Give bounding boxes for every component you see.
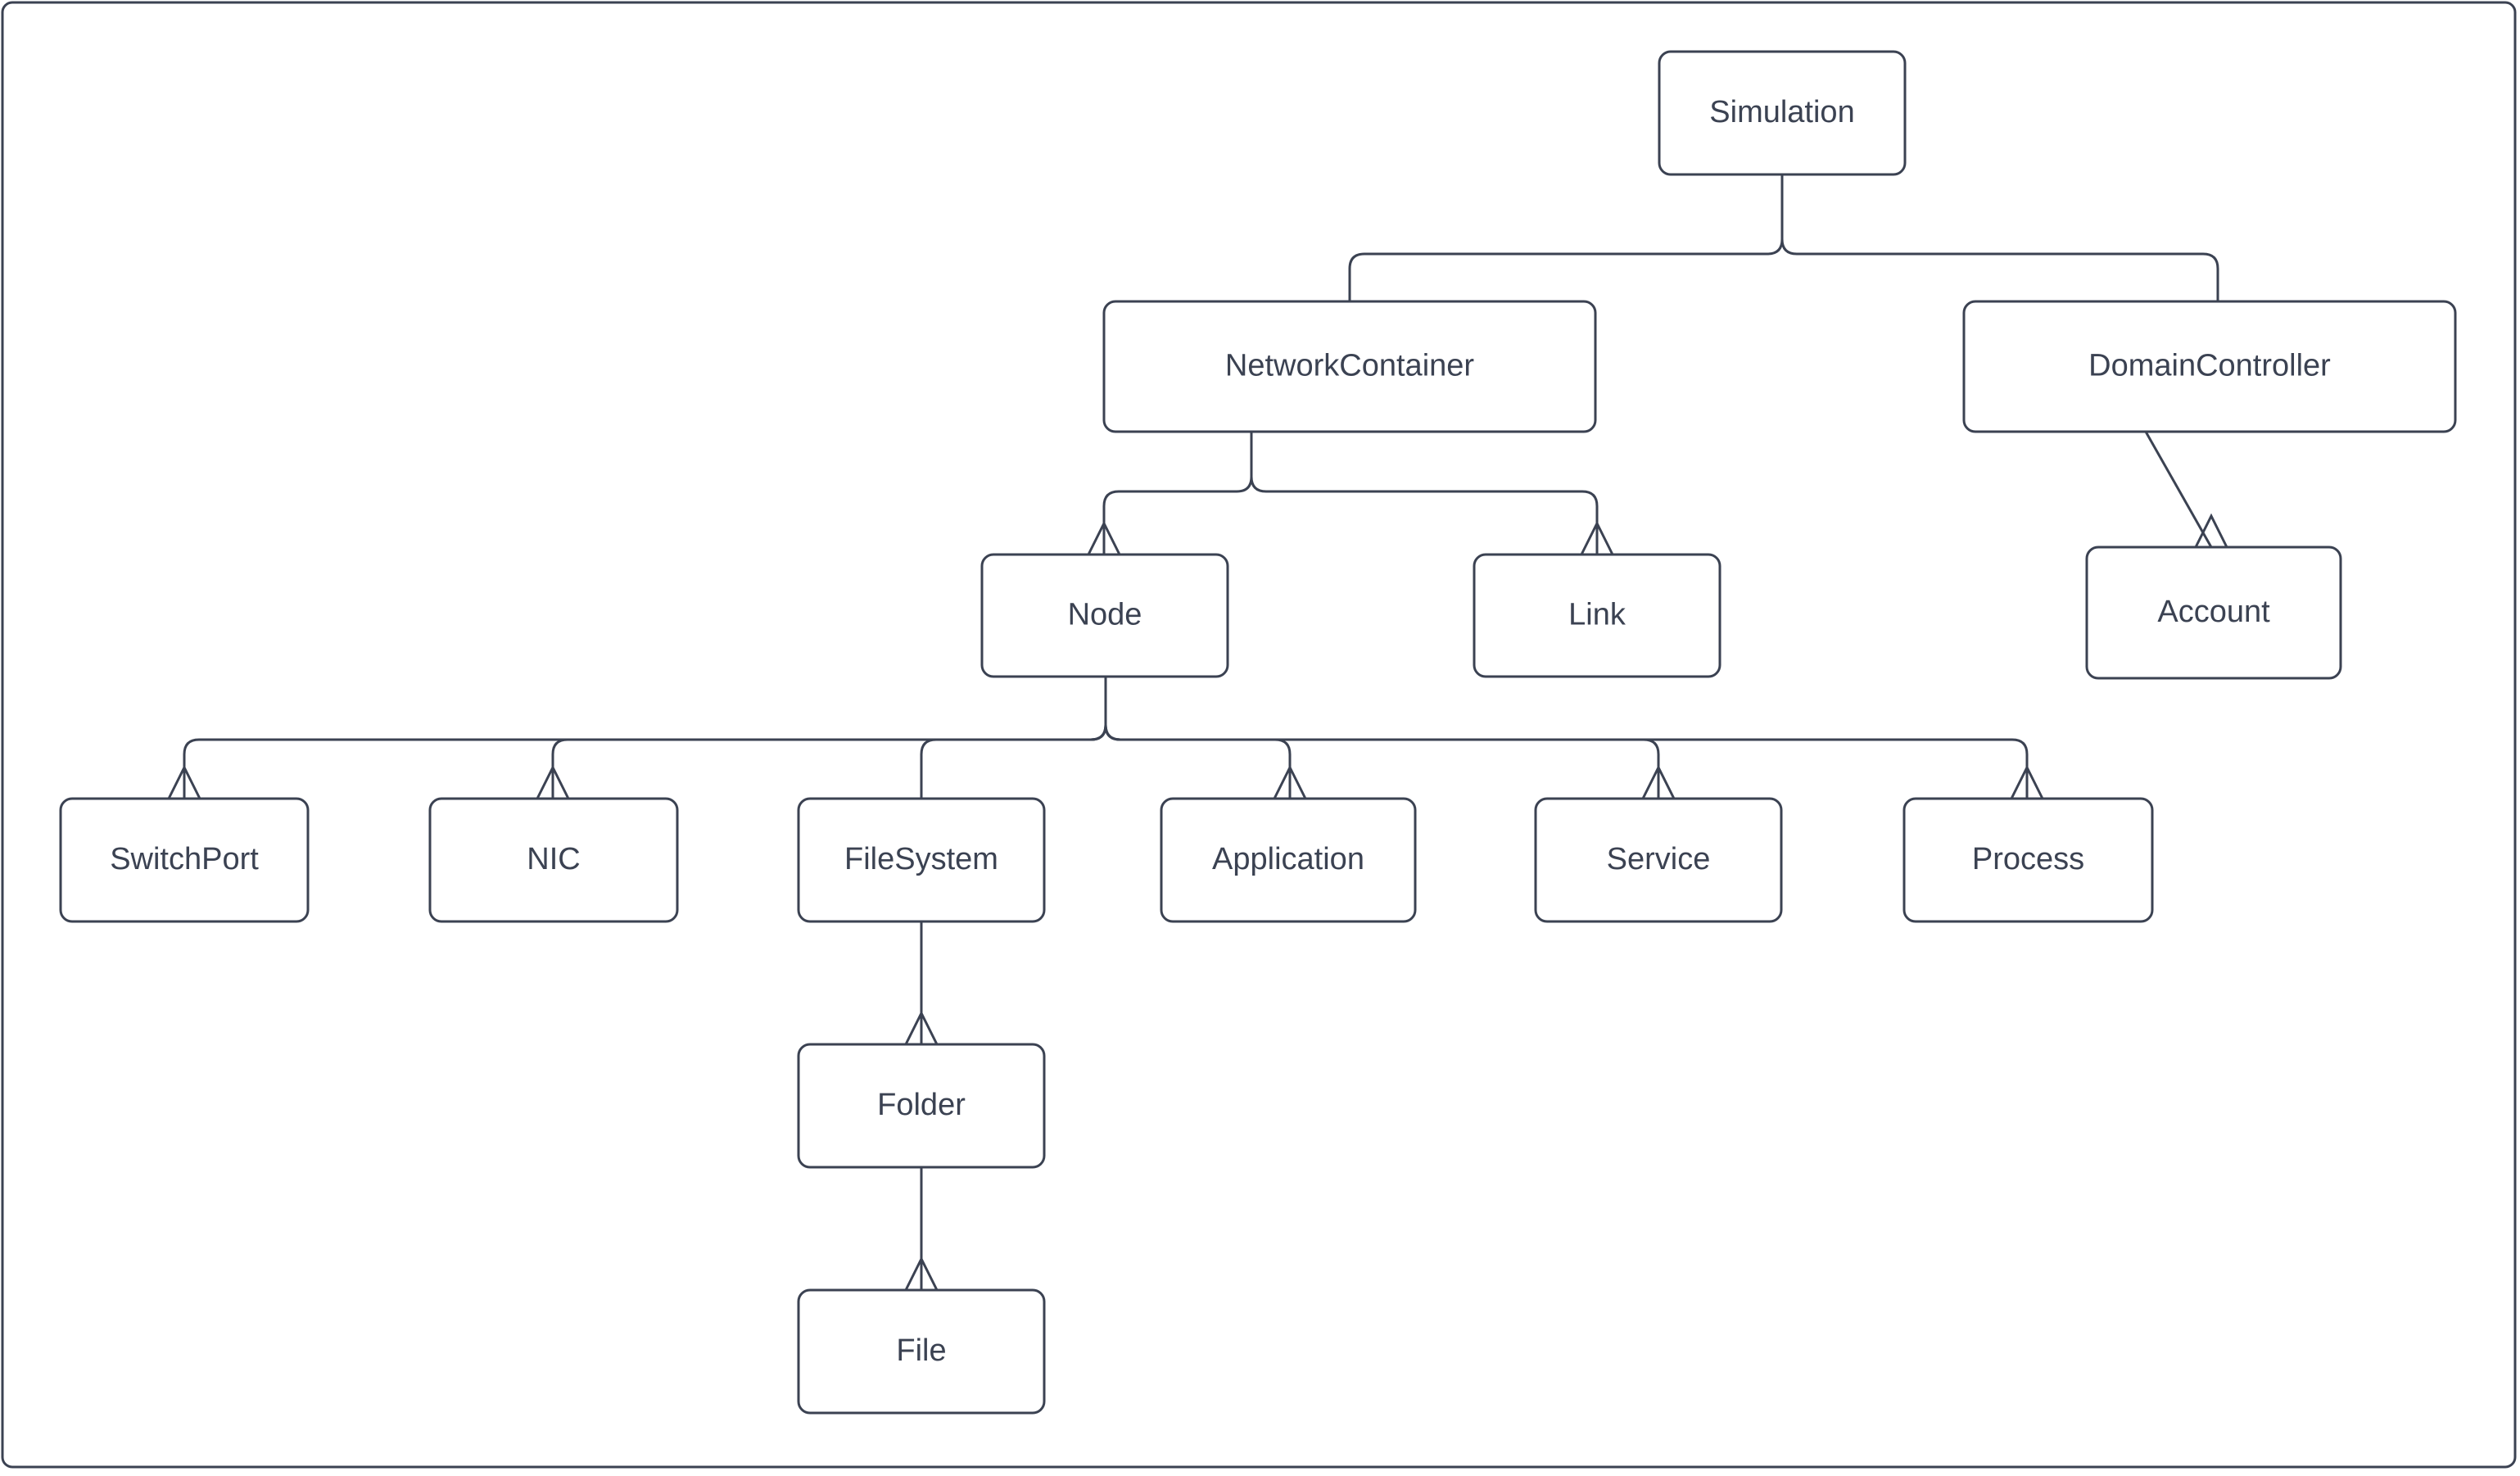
edge-simulation-domaincontroller	[1780, 174, 2219, 301]
edge-line	[2144, 431, 2213, 548]
edge-line	[920, 677, 1107, 799]
edge-networkcontainer-link	[1250, 432, 1614, 555]
edge-line	[551, 677, 1107, 799]
node-box[interactable]	[428, 797, 679, 923]
edge-line	[1104, 677, 1660, 799]
generalization-arrow-icon	[904, 1010, 939, 1045]
edge-node-filesystem	[920, 677, 1107, 799]
edge-node-service	[1104, 677, 1676, 799]
edge-line	[1104, 677, 2029, 799]
node-box[interactable]	[59, 797, 310, 923]
node-label: FileSystem	[844, 842, 998, 876]
node-label: Simulation	[1709, 95, 1854, 129]
node-box[interactable]	[1102, 300, 1597, 433]
class-node-domaincontroller[interactable]: DomainController	[1962, 300, 2457, 433]
generalization-arrow-icon	[167, 764, 201, 799]
node-label: Node	[1068, 598, 1142, 632]
edge-node-nic	[536, 677, 1107, 799]
edge-line	[1250, 432, 1599, 555]
edge-line	[1104, 677, 1292, 799]
node-label: File	[896, 1333, 946, 1368]
class-node-link[interactable]: Link	[1473, 553, 1721, 678]
generalization-arrow-icon	[536, 764, 570, 799]
edge-filesystem-folder	[904, 921, 939, 1045]
node-box[interactable]	[797, 797, 1046, 923]
node-box[interactable]	[2085, 546, 2342, 680]
class-node-application[interactable]: Application	[1160, 797, 1417, 923]
class-node-file[interactable]: File	[797, 1288, 1046, 1415]
node-label: Service	[1607, 842, 1711, 876]
class-node-nic[interactable]: NIC	[428, 797, 679, 923]
class-node-node[interactable]: Node	[980, 553, 1229, 678]
node-label: Folder	[877, 1088, 966, 1122]
node-label: NIC	[527, 842, 580, 876]
edge-domaincontroller-account	[2144, 431, 2228, 548]
class-node-account[interactable]: Account	[2085, 546, 2342, 680]
generalization-arrow-icon	[1087, 520, 1121, 555]
class-node-folder[interactable]: Folder	[797, 1043, 1046, 1169]
generalization-arrow-icon	[1580, 520, 1614, 555]
node-box[interactable]	[797, 1288, 1046, 1415]
node-box[interactable]	[980, 553, 1229, 678]
edge-simulation-networkcontainer	[1348, 174, 1784, 301]
edge-line	[1102, 432, 1253, 555]
edge-node-application	[1104, 677, 1307, 799]
node-box[interactable]	[1962, 300, 2457, 433]
edges-layer	[167, 174, 2228, 1291]
node-box[interactable]	[797, 1043, 1046, 1169]
class-node-simulation[interactable]: Simulation	[1658, 50, 1907, 176]
edge-line	[183, 677, 1107, 799]
edge-node-process	[1104, 677, 2044, 799]
node-box[interactable]	[1160, 797, 1417, 923]
node-box[interactable]	[1473, 553, 1721, 678]
generalization-arrow-icon	[2010, 764, 2044, 799]
class-node-networkcontainer[interactable]: NetworkContainer	[1102, 300, 1597, 433]
edge-node-switchport	[167, 677, 1107, 799]
generalization-arrow-icon	[904, 1256, 939, 1291]
edge-networkcontainer-node	[1087, 432, 1253, 555]
node-box[interactable]	[1534, 797, 1783, 923]
node-box[interactable]	[1902, 797, 2154, 923]
edge-line	[1780, 174, 2219, 301]
class-node-service[interactable]: Service	[1534, 797, 1783, 923]
class-node-process[interactable]: Process	[1902, 797, 2154, 923]
node-label: Application	[1212, 842, 1364, 876]
node-label: Process	[1972, 842, 2084, 876]
node-label: SwitchPort	[110, 842, 259, 876]
generalization-arrow-icon	[1273, 764, 1307, 799]
node-box[interactable]	[1658, 50, 1907, 176]
node-label: NetworkContainer	[1225, 349, 1474, 383]
node-label: Link	[1568, 598, 1626, 632]
generalization-arrow-icon	[1641, 764, 1676, 799]
edge-line	[1348, 174, 1784, 301]
node-label: Account	[2157, 595, 2270, 629]
edge-folder-file	[904, 1167, 939, 1291]
generalization-arrow-icon	[2194, 513, 2228, 548]
node-label: DomainController	[2088, 349, 2331, 383]
class-node-switchport[interactable]: SwitchPort	[59, 797, 310, 923]
class-node-filesystem[interactable]: FileSystem	[797, 797, 1046, 923]
